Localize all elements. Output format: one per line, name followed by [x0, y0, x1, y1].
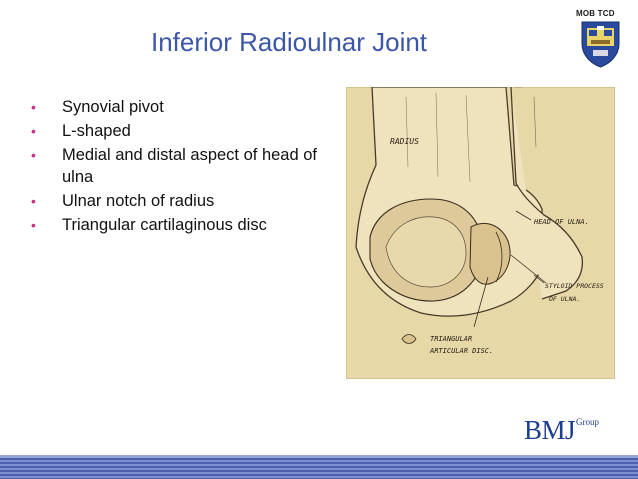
bullet-text: Triangular cartilaginous disc	[62, 216, 267, 234]
bmj-logo-group: Group	[576, 417, 599, 427]
bmj-logo-text: BMJ	[524, 415, 576, 445]
bullet-dot-icon: •	[31, 193, 36, 209]
label-disc-line2: ARTICULAR DISC.	[429, 347, 493, 355]
tcd-crest-icon	[581, 21, 620, 68]
label-radius: RADIUS	[390, 137, 419, 146]
bullet-text: Ulnar notch of radius	[62, 192, 215, 210]
slide-title: Inferior Radioulnar Joint	[151, 27, 428, 57]
bullet-dot-icon: •	[31, 217, 36, 233]
bullet-text: Synovial pivot	[62, 98, 164, 116]
bullet-dot-icon: •	[31, 123, 36, 139]
bullet-item: • Synovial pivot	[28, 96, 328, 118]
bullet-list: • Synovial pivot • L-shaped • Medial and di…	[28, 96, 328, 238]
footer-band-edge	[0, 455, 638, 458]
bullet-dot-icon: •	[31, 147, 36, 163]
bullet-item: • Medial and distal aspect of head of uln…	[28, 144, 328, 188]
label-disc-line1: TRIANGULAR	[430, 335, 472, 343]
bullet-text: L-shaped	[62, 122, 131, 140]
anatomy-illustration: RADIUS HEAD OF ULNA. STYLOID PROCESS OF …	[346, 87, 615, 379]
bullet-text: Medial and distal aspect of head of ulna	[62, 146, 318, 186]
bullet-item: • Ulnar notch of radius	[28, 190, 328, 212]
mob-tcd-badge: MOB TCD	[576, 9, 615, 18]
bullet-dot-icon: •	[31, 99, 36, 115]
bullet-item: • Triangular cartilaginous disc	[28, 214, 328, 236]
bullet-item: • L-shaped	[28, 120, 328, 142]
label-head-of-ulna: HEAD OF ULNA.	[533, 218, 589, 226]
footer-band	[0, 458, 638, 479]
label-styloid-line2: OF ULNA.	[549, 295, 580, 303]
label-styloid-line1: STYLOID PROCESS	[545, 282, 604, 290]
